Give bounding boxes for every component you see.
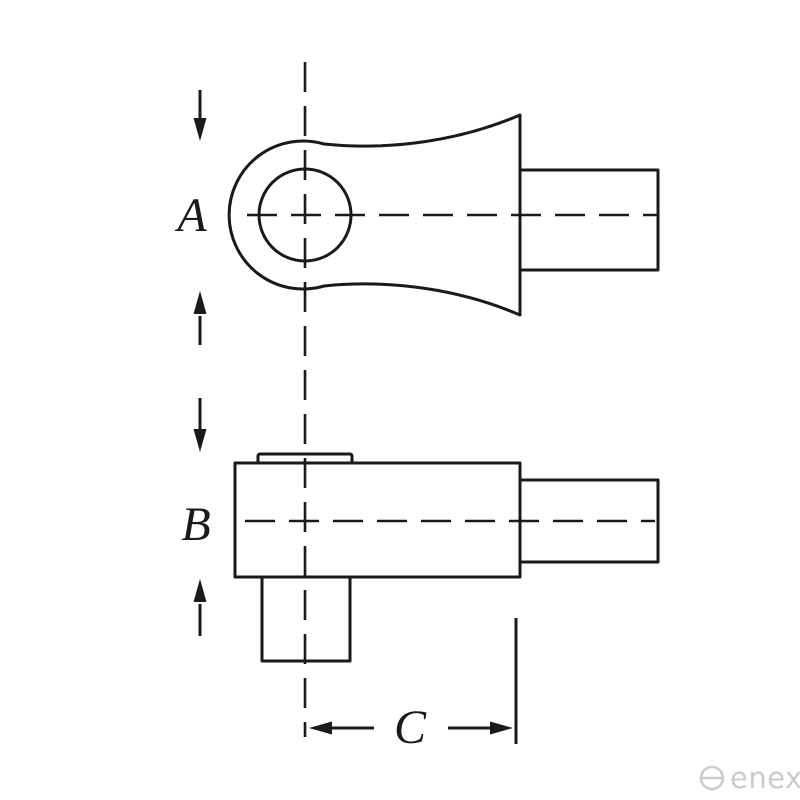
top-view-head-body [227,113,522,317]
top-view-shaft [518,168,660,272]
centerlines [245,62,658,737]
dimension-a-bottom-arrowhead [193,291,207,314]
dimension-b-top-arrowhead [193,429,207,452]
dimension-b: B [181,398,211,636]
dimension-c-right-arrowhead [490,721,513,735]
side-view-shaft [518,478,660,564]
dimension-label-b: B [181,498,210,551]
dimension-a: A [174,90,207,345]
dimension-label-c: C [394,701,427,754]
side-view [233,452,660,663]
dimension-label-a: A [174,189,207,242]
watermark-text: enex [730,761,800,795]
watermark: enex [699,761,800,795]
dimension-c: C [309,618,518,754]
dimension-b-bottom-arrowhead [193,579,207,602]
top-view [227,113,660,317]
dimension-c-left-arrowhead [309,721,332,735]
dimension-a-top-arrowhead [193,118,207,141]
